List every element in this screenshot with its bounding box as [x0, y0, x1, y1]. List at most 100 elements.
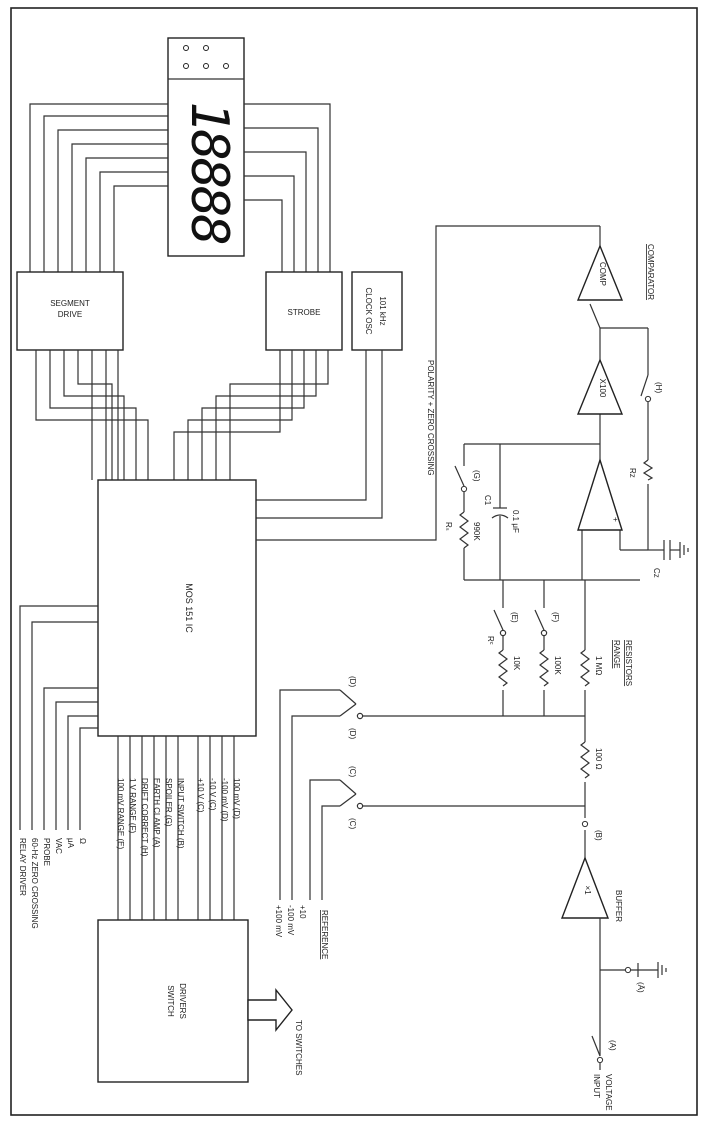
switch-tag-f: (F): [551, 612, 560, 623]
switch-a-bar-contact: [624, 966, 632, 974]
x100-amp-label: X100: [598, 379, 607, 398]
reference-title: REFERENCE: [320, 910, 329, 959]
segment-drive-line1: SEGMENT: [50, 299, 90, 308]
ic-output-labels: RELAY DRIVER 60-Hz ZERO CROSSING PROBE V…: [18, 838, 87, 929]
resistor-100k: [539, 649, 549, 687]
comp-amp-label: COMP: [598, 262, 607, 286]
buffer-amp: [560, 856, 610, 919]
input-label-plus10v: +10 V (C): [196, 778, 205, 813]
integrator-plus: +: [613, 515, 618, 524]
resistor-100-ohm: [580, 741, 590, 779]
input-label-100mv-range: 100 mV RANGE (E): [116, 778, 125, 849]
reference-switches: [339, 689, 585, 810]
switch-tag-a-bar: (Ā): [636, 982, 645, 993]
switch-drivers-block: [97, 919, 249, 1083]
switch-tag-b: (B): [594, 830, 603, 841]
clock-osc-line2: 101 kHz: [378, 296, 387, 325]
to-switches-label: TO SWITCHES: [294, 1020, 303, 1075]
switch-tag-d1: (D): [348, 676, 357, 687]
input-label-minus10v: -10 V (C): [208, 778, 217, 811]
mos-ic-label: MOS 151 IC: [184, 583, 194, 633]
input-label-minus100mv: -100 mV (D): [220, 778, 229, 822]
ic-output-wiring: [19, 605, 98, 830]
capacitor-cz: [663, 540, 689, 560]
switch-tag-d2: (D): [348, 728, 357, 739]
integrator-amp: [577, 457, 623, 531]
rs-value: 990K: [472, 522, 481, 541]
r100-value: 100 Ω: [594, 748, 603, 770]
rc-label: Rᶜ: [486, 636, 495, 645]
r100k-value: 100K: [553, 656, 562, 675]
output-label-vac: VAC: [54, 838, 63, 854]
led-display: 18888: [167, 37, 245, 257]
switch-tag-c2: (C): [348, 818, 357, 829]
resistor-rz: [642, 459, 654, 481]
c1-value: 0.1 μF: [511, 510, 520, 533]
range-resistor-wiring: [420, 579, 640, 858]
switch-tag-g: (G): [472, 470, 481, 482]
reference-section: +100 mV -100 mV +10 REFERENCE: [274, 905, 329, 959]
segment-drive-block: [16, 271, 124, 351]
switch-tag-h: (H): [654, 382, 663, 393]
input-wiring: [591, 918, 667, 1057]
c1-label: C1: [483, 495, 492, 506]
buffer-amp-gain: ×1: [583, 885, 592, 895]
output-label-ua: μA: [66, 838, 75, 849]
segment-drive-line2: DRIVE: [58, 310, 82, 319]
switch-g-lever: [454, 465, 465, 487]
switch-h-contact: [644, 395, 652, 403]
reference-line-plus10: +10: [298, 905, 307, 919]
rc-value: 10K: [512, 656, 521, 671]
switch-h-lever: [640, 374, 649, 397]
comparator-label: COMPARATOR: [646, 244, 655, 300]
polarity-label: POLARITY + ZERO CROSSING: [426, 360, 435, 476]
feedback-network-wiring: [463, 443, 600, 580]
output-label-probe: PROBE: [42, 838, 51, 866]
display-wiring: [29, 103, 331, 272]
rz-label: Rᴢ: [628, 468, 637, 478]
switch-tag-c1: (C): [348, 766, 357, 777]
page-border: [10, 7, 698, 1116]
to-switches-arrow: [247, 988, 293, 1032]
switch-drivers-line1: SWITCH: [166, 985, 175, 1017]
reference-wiring: [279, 689, 340, 900]
resistor-1m: [580, 649, 590, 687]
strobe-to-ic-wiring: [173, 350, 329, 480]
reference-line-minus100mv: -100 mV: [286, 905, 295, 936]
switch-tag-a: (A): [608, 1040, 617, 1051]
range-switches-ef: [493, 609, 548, 637]
cz-label: Cᴢ: [652, 568, 661, 578]
rs-label: Rₛ: [444, 522, 453, 531]
output-label-zero-crossing: 60-Hz ZERO CROSSING: [30, 838, 39, 929]
output-label-ohm: Ω: [78, 838, 87, 844]
resistor-rs: [459, 511, 469, 549]
switch-g-contact: [460, 485, 468, 493]
x100-amp: [576, 358, 624, 415]
display-digits: 18888: [179, 101, 239, 243]
input-label-spoiler: SPOILER (G): [164, 778, 173, 827]
switch-tag-e: (E): [510, 612, 519, 623]
input-label-input-switch: INPUT SWITCH (B): [176, 778, 185, 849]
clock-osc-line1: CLOCK OSC: [364, 287, 373, 334]
resistor-rc: [498, 649, 508, 687]
ic-input-wiring: [117, 736, 235, 920]
switch-b-contact: [581, 820, 589, 828]
mos-ic-block: [97, 479, 257, 737]
input-label-1v-range: 1 V RANGE (F): [128, 778, 137, 833]
ic-input-labels: 100 mV RANGE (E) 1 V RANGE (F) DRIFT COR…: [116, 778, 241, 857]
clock-to-ic-wiring: [256, 350, 383, 519]
switch-drivers-line2: DRIVERS: [178, 983, 187, 1019]
output-label-relay-driver: RELAY DRIVER: [18, 838, 27, 896]
segment-to-ic-wiring: [35, 350, 149, 480]
polarity-wire: [256, 225, 600, 541]
range-resistors-line2: RESISTORS: [624, 640, 633, 686]
input-label-line1: INPUT: [592, 1074, 601, 1098]
comparator-amp: [576, 244, 624, 301]
r1m-value: 1 MΩ: [594, 656, 603, 675]
input-label-100mv: 100 mV (D): [232, 778, 241, 819]
buffer-label: BUFFER: [614, 890, 623, 922]
strobe-label: STROBE: [288, 308, 321, 317]
switch-a-contact: [596, 1056, 604, 1064]
reference-line-plus100mv: +100 mV: [274, 905, 283, 938]
